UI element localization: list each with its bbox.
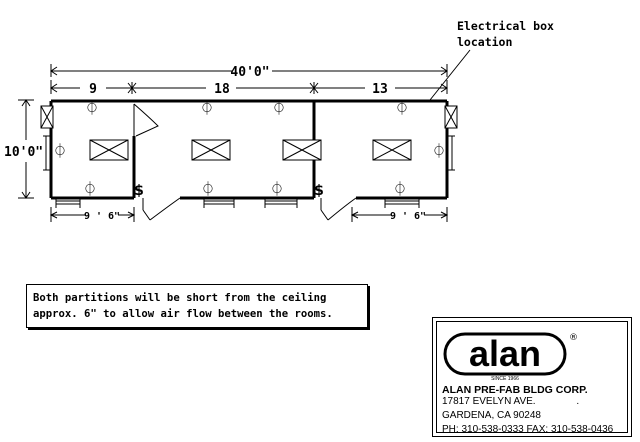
segment-1-label: 9 xyxy=(89,82,97,97)
street-address: 17817 EVELYN AVE. xyxy=(442,396,536,407)
address-line-2: GARDENA, CA 90248 xyxy=(442,410,541,421)
electrical-box-label-line1: Electrical box xyxy=(457,19,554,33)
outlet-symbol: ⏀ xyxy=(53,143,67,160)
address-line-1: 17817 EVELYN AVE. . xyxy=(442,396,579,407)
ac-unit-left xyxy=(40,105,54,129)
bottom-windows xyxy=(55,199,420,208)
outlet-symbol: ⏀ xyxy=(270,181,284,198)
ac-unit-right xyxy=(444,105,458,129)
note-line-1: Both partitions will be short from the c… xyxy=(33,292,327,304)
outlet-symbol: ⏀ xyxy=(83,181,97,198)
overall-dimension xyxy=(50,64,448,77)
segment-dimensions xyxy=(50,80,448,94)
height-label: 10'0" xyxy=(4,145,43,160)
outlet-symbol: ⏀ xyxy=(272,100,286,117)
exterior-door-1 xyxy=(142,197,181,221)
bottom-left-dimension-label: 9 ' 6" xyxy=(84,211,120,222)
outlet-symbol: ⏀ xyxy=(395,100,409,117)
height-dimension xyxy=(18,99,34,199)
bottom-right-dimension xyxy=(350,207,449,222)
left-side-window xyxy=(43,135,51,171)
logo-text: alan xyxy=(469,333,541,374)
exterior-door-2 xyxy=(320,197,357,221)
partition-note: Both partitions will be short from the c… xyxy=(26,284,368,328)
segment-3-label: 13 xyxy=(372,82,388,97)
light-switch-symbol: $ xyxy=(314,183,324,199)
outlet-symbol: ⏀ xyxy=(201,181,215,198)
note-line-2: approx. 6" to allow air flow between the… xyxy=(33,308,333,320)
company-name: ALAN PRE-FAB BLDG CORP. xyxy=(442,384,588,396)
right-side-window xyxy=(447,135,455,171)
electrical-outlets: ⏀ ⏀ ⏀ ⏀ ⏀ ⏀ ⏀ ⏀ ⏀ ⏀ xyxy=(53,100,446,198)
bottom-right-dimension-label: 9 ' 6" xyxy=(390,211,426,222)
outlet-symbol: ⏀ xyxy=(200,100,214,117)
bottom-left-dimension xyxy=(49,207,136,222)
electrical-box-label-line2: location xyxy=(457,35,512,49)
overall-length-label: 40'0" xyxy=(230,65,269,80)
outlet-symbol: ⏀ xyxy=(432,143,446,160)
outlet-symbol: ⏀ xyxy=(85,100,99,117)
phone-fax: PH: 310-538-0333 FAX: 310-538-0436 xyxy=(442,424,614,435)
title-block-inner: alan SINCE 1966 ® ALAN PRE-FAB BLDG CORP… xyxy=(436,321,628,435)
title-block: alan SINCE 1966 ® ALAN PRE-FAB BLDG CORP… xyxy=(432,317,632,437)
light-switch-symbol: $ xyxy=(134,183,144,199)
logo-since-text: SINCE 1966 xyxy=(491,376,519,382)
address-mark: . xyxy=(576,396,580,407)
electrical-box-leader xyxy=(429,49,471,101)
outlet-symbol: ⏀ xyxy=(393,181,407,198)
registered-mark: ® xyxy=(569,333,578,343)
alan-logo: alan SINCE 1966 ® xyxy=(443,332,578,382)
interior-door xyxy=(133,103,159,137)
ceiling-light-fixtures xyxy=(89,139,412,161)
segment-2-label: 18 xyxy=(214,82,230,97)
